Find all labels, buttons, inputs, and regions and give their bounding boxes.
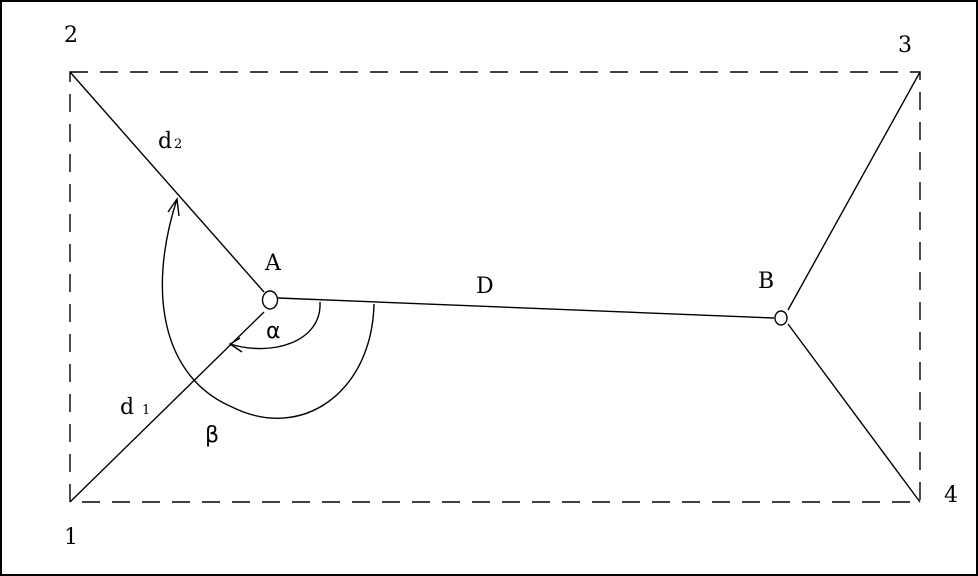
- corner-label-3: 3: [898, 33, 912, 58]
- alpha-arrowhead: [228, 337, 243, 353]
- point-a-node: [261, 290, 279, 310]
- segment-label-d1: d: [120, 395, 134, 420]
- point-label-b: B: [758, 269, 774, 294]
- segment-label-d1-sub: 1: [142, 403, 150, 418]
- corner-label-4: 4: [944, 483, 958, 508]
- alpha-arc: [229, 301, 321, 350]
- point-label-a: A: [264, 251, 282, 276]
- corner-label-1: 1: [64, 525, 78, 550]
- angle-label-alpha: α: [266, 319, 281, 344]
- segment-label-d2: d: [158, 129, 172, 154]
- angle-label-beta: β: [205, 423, 219, 448]
- beta-arc: [161, 198, 375, 419]
- line-d: [277, 297, 775, 319]
- corner-label-2: 2: [64, 23, 78, 48]
- segment-label-d: D: [476, 274, 494, 299]
- dashed-rectangle: [69, 71, 921, 503]
- line-b-3: [787, 71, 921, 311]
- segment-label-d2-sub: 2: [174, 137, 182, 152]
- line-d2: [69, 71, 265, 293]
- point-b-node: [774, 310, 788, 326]
- beta-arrowhead: [167, 197, 180, 217]
- line-b-4: [787, 323, 921, 503]
